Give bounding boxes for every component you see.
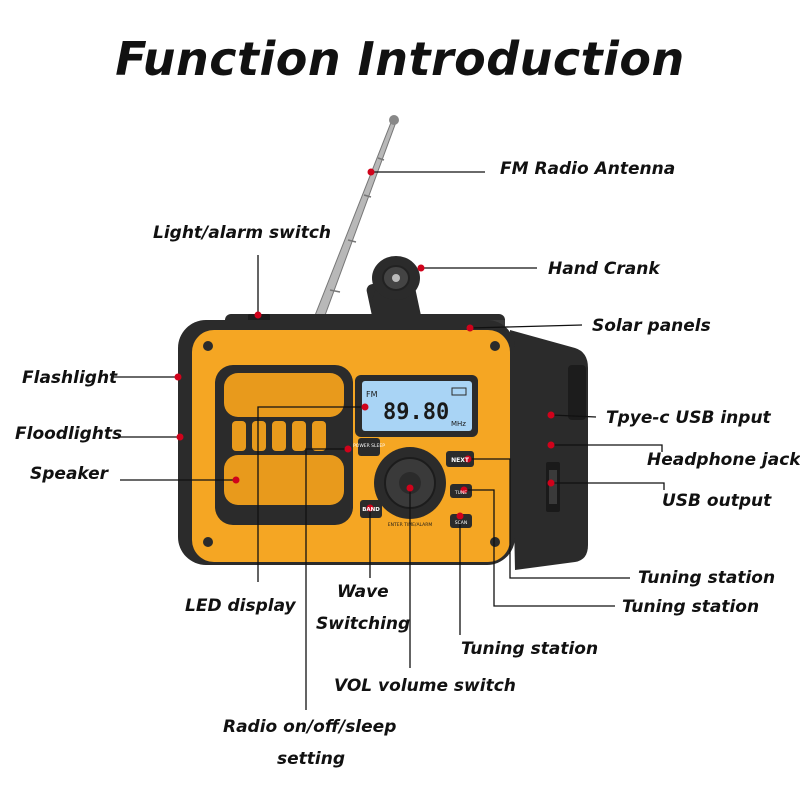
leader-tuning-1: [468, 458, 630, 579]
next-button: NEXT: [451, 457, 470, 464]
label-floodlights: Floodlights: [15, 424, 123, 444]
leader-usb-c: [550, 414, 597, 418]
markers: [174, 168, 555, 520]
leader-solar: [469, 324, 583, 329]
lcd-band: FM: [366, 390, 378, 399]
power-button: POWER SLEEP: [353, 443, 385, 449]
label-light-alarm: Light/alarm switch: [153, 223, 332, 243]
screws: [203, 341, 500, 547]
leader-headphone: [551, 444, 663, 452]
leader-tuning-2: [464, 489, 615, 607]
control-area: [358, 438, 474, 528]
leader-led: [257, 406, 365, 582]
lcd-frequency: 89.80: [383, 400, 449, 425]
side-panel: [510, 330, 588, 570]
label-tuning-station-3: Tuning station: [461, 639, 599, 659]
label-solar-panels: Solar panels: [592, 316, 711, 336]
leader-lines: [113, 171, 665, 710]
label-tuning-station-2: Tuning station: [622, 597, 760, 617]
label-fm-antenna: FM Radio Antenna: [500, 159, 676, 179]
label-usb-output: USB output: [662, 491, 772, 511]
label-hand-crank: Hand Crank: [548, 259, 660, 279]
speaker-panel: [215, 365, 353, 525]
label-vol-switch: VOL volume switch: [334, 676, 516, 696]
label-switching: Switching: [316, 614, 411, 634]
leader-radio: [305, 448, 348, 710]
label-setting: setting: [277, 749, 345, 769]
leader-usb-out: [551, 482, 665, 490]
band-button: BAND: [362, 507, 380, 513]
label-headphone-jack: Headphone jack: [647, 450, 800, 470]
enter-label: ENTER TIME/ALARM: [388, 522, 433, 528]
label-usb-c-input: Tpye-c USB input: [606, 408, 771, 428]
page-title: Function Introduction: [115, 32, 685, 86]
label-wave: Wave: [337, 582, 389, 602]
label-flashlight: Flashlight: [22, 368, 118, 388]
label-led-display: LED display: [185, 596, 296, 616]
scan-button: SCAN: [455, 520, 467, 526]
label-radio-on-off: Radio on/off/sleep: [223, 717, 397, 737]
label-tuning-station-1: Tuning station: [638, 568, 776, 588]
lcd-unit: MHz: [451, 420, 466, 428]
tune-button: TUNE: [454, 490, 467, 496]
lcd-frame: [355, 375, 478, 437]
label-speaker: Speaker: [30, 464, 109, 484]
